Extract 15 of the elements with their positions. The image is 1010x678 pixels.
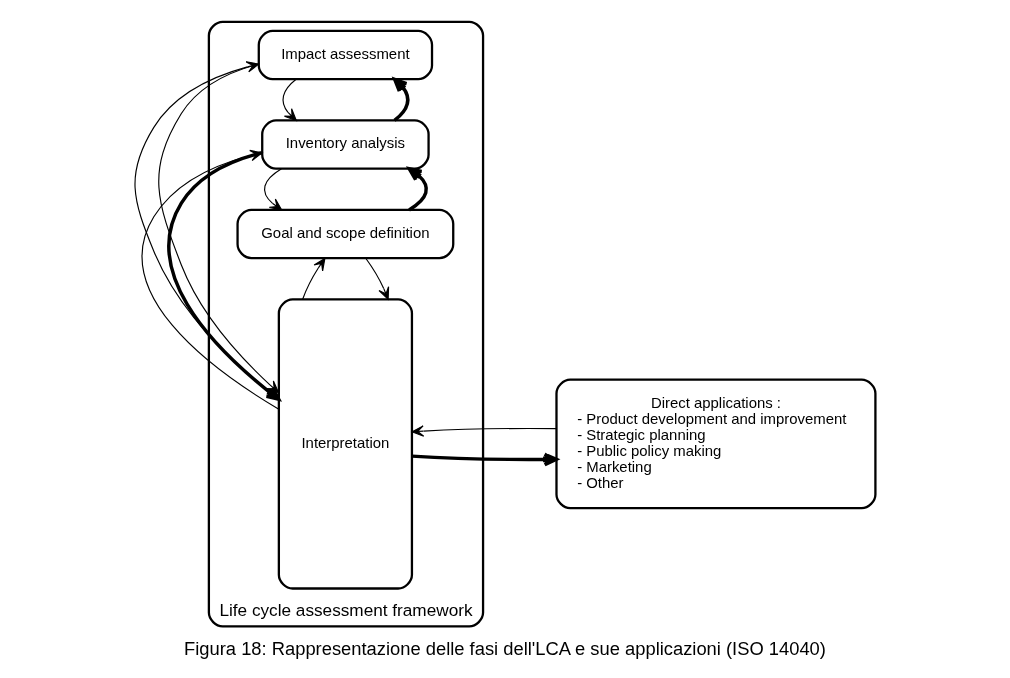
node-box: Interpretation bbox=[277, 298, 414, 590]
node-box: Goal and scope definition bbox=[236, 208, 455, 260]
arrow bbox=[407, 167, 428, 212]
arrow bbox=[302, 257, 326, 300]
arrow bbox=[158, 63, 280, 394]
node-box: Impact assessment bbox=[257, 29, 434, 81]
arrow bbox=[411, 452, 558, 467]
arrow bbox=[411, 425, 557, 437]
arrow bbox=[263, 168, 283, 211]
node-box: Direct applications : - Product development and improvement - Strategic planning - Public policy making - Marketing - Other bbox=[555, 378, 877, 510]
arrow bbox=[393, 77, 410, 122]
arrow bbox=[282, 78, 297, 121]
caption: Figura 18: Rappresentazione delle fasi dell'LCA e sue applicazioni (ISO 14040) bbox=[184, 637, 826, 659]
node-box: Inventory analysis bbox=[261, 119, 430, 170]
arrow bbox=[365, 257, 390, 300]
